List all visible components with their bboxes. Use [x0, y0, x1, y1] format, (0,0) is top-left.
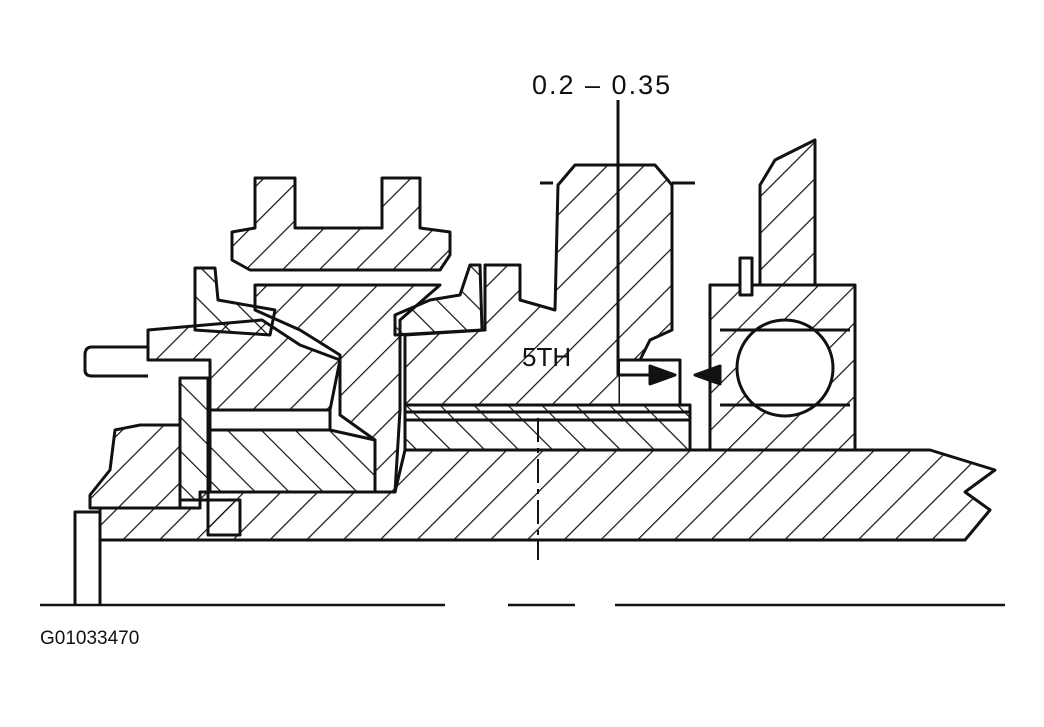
clearance-dimension-label: 0.2 – 0.35 [532, 70, 673, 100]
shift-fork [230, 176, 452, 272]
left-hub [88, 423, 182, 510]
fifth-gear [403, 163, 674, 407]
shaft-end-tube [73, 510, 102, 605]
figure-id: G01033470 [40, 628, 140, 649]
left-pin [83, 345, 148, 378]
housing-wall [758, 138, 817, 287]
synchro-collar [178, 376, 210, 502]
bearing-ball [735, 318, 835, 418]
clearance-leader [616, 100, 650, 377]
gear-label: 5TH [522, 342, 572, 372]
